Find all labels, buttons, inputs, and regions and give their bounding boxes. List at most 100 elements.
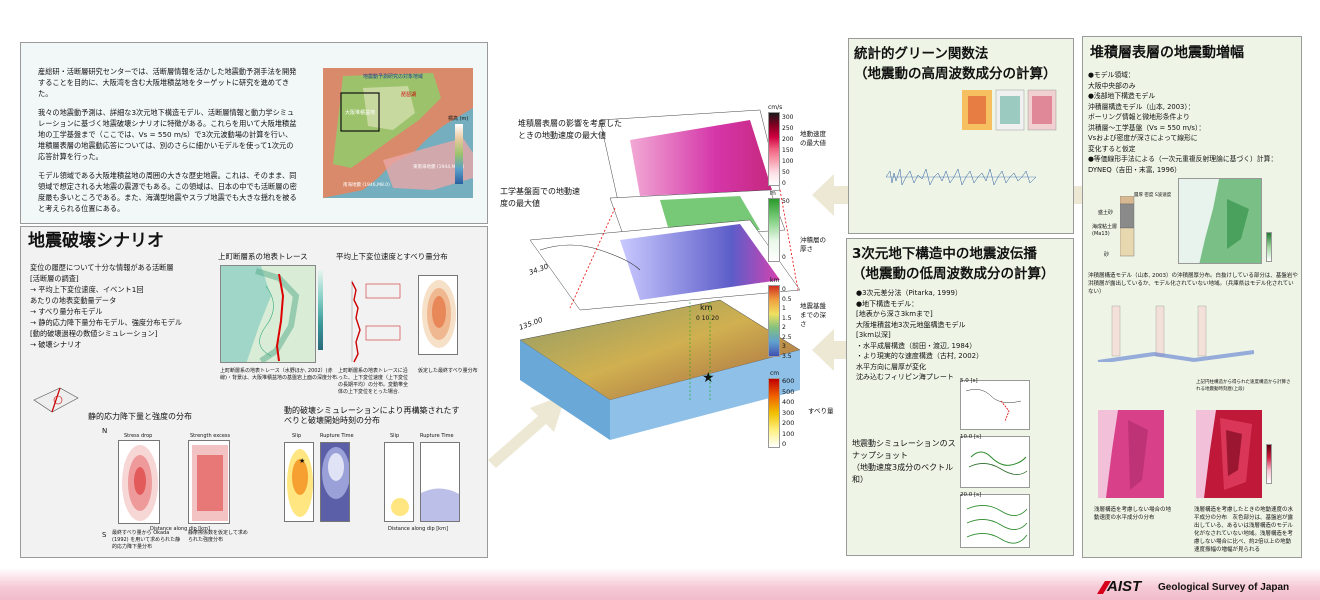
soil-label-3: 砂: [1104, 252, 1110, 258]
green-title: 統計的グリーン関数法 （地震動の高周波数成分の計算）: [854, 44, 1057, 84]
center-colorbar-velocity: [768, 112, 780, 186]
green-title-line-2: （地震動の高周波数成分の計算）: [854, 66, 1057, 82]
surface-caption-1: 沖積層構造モデル（山本, 2003）の沖積層厚分布。白抜けしている部分は、基盤岩…: [1088, 273, 1298, 295]
lbl-slip-1: Slip: [292, 433, 302, 439]
uplift-caption: 上町断層系の地表トレースに沿った、上下変位速度（上下変位の長期平均）の分布。変動…: [338, 368, 409, 395]
with-surface-colorbar: [1266, 444, 1272, 484]
fault-trace-graphic: [221, 266, 315, 362]
lbl-rupture-1: Rupture Time: [320, 433, 354, 439]
green-title-line-1: 統計的グリーン関数法: [854, 46, 989, 62]
snapshot-time-2: 10.0 [s]: [960, 434, 982, 440]
arrow-scenario-to-center: [488, 394, 566, 468]
cb2-title: m: [770, 190, 776, 197]
center-label-surface: 堆積層表層の影響を考慮したときの地動速度の最大値: [518, 119, 622, 140]
arrow-wave-to-center: [812, 329, 862, 371]
surface-title: 堆積層表層の地震動増幅: [1090, 45, 1244, 61]
cb1-tick: 150: [782, 147, 794, 154]
dynamic-title: 動的破壊シミュレーションにより再構築されたすべりと破壊開始時刻の分布: [284, 406, 460, 425]
stress-title: 静的応力降下量と強度の分布: [88, 412, 192, 421]
stress-drop-graphic: [122, 445, 158, 521]
soil-column: [1120, 196, 1176, 260]
dynamic-rupture-graphic: [321, 443, 349, 521]
stress-caption-2: 静摩擦係数を仮定して求められた強度分布: [188, 530, 248, 543]
dynamic-slip-plot-2: [384, 442, 414, 522]
cb3-tick: 1.5: [782, 314, 792, 322]
alluvium-thickness-map: [1178, 178, 1262, 264]
cb3-tick: 0: [782, 286, 786, 293]
snapshot-2: [960, 436, 1030, 488]
snapshot-1: [960, 380, 1030, 430]
alluvium-colorbar: [1266, 232, 1272, 262]
dynamic-rupture-graphic-2: [421, 488, 459, 521]
slip-distribution-graphic: [422, 280, 456, 348]
with-surface-map: [1196, 410, 1262, 498]
strength-excess-plot: [188, 440, 230, 524]
cb3-title: km: [770, 277, 780, 284]
cb2-label: 沖積層の厚さ: [800, 236, 826, 253]
aist-logo-mark-icon: [1097, 581, 1111, 594]
intro-map-legend-title: 標高 (m): [448, 116, 469, 122]
cb2-tick-bottom: 0: [782, 254, 786, 261]
intro-paragraph-1: 産総研・活断層研究センターでは、活断層情報を活かした地震動予測手法を開発すること…: [38, 67, 297, 98]
cb4-tick: 400: [782, 398, 795, 406]
stress-drop-plot: [118, 440, 160, 524]
lbl-dist-dip-1: Distance along dip [km]: [150, 526, 210, 532]
cb4-tick: 200: [782, 419, 795, 427]
uplift-profile: [338, 278, 404, 364]
stress-caption-1: 最終すべり量から Okada (1992) を用いて求められた静的応力降下量分布: [112, 530, 181, 550]
center-label-base: 工学基盤面での地動速度の最大値: [500, 187, 580, 208]
soil-label-1: 盛土砂: [1098, 210, 1114, 216]
cb3-tick: 3.5: [782, 352, 792, 360]
center-scale-label: 0 10 20: [696, 315, 719, 322]
cb3-ticks: 0 0.5 1 1.5 2 2.5 3 3.5: [782, 285, 792, 361]
wave-title-line-2: （地震動の低周波数成分の計算）: [852, 266, 1055, 282]
snapshot-3: [960, 494, 1030, 548]
footer-band: [0, 568, 1320, 600]
dynamic-slip-plot: ★: [284, 442, 314, 522]
center-km-label: km: [700, 303, 713, 312]
cb1-tick: 300: [782, 114, 794, 121]
dynamic-rupture-plot-2: [420, 442, 460, 522]
intro-paragraph-2: 我々の地震動予測は、詳細な3次元地下構造モデル、活断層情報と動力学シミュレーショ…: [38, 108, 297, 161]
lbl-strength: Strength excess: [190, 433, 231, 439]
fault-trace-map: [220, 265, 316, 363]
wave-title-line-1: 3次元地下構造中の地震波伝播: [852, 246, 1037, 262]
svg-text:★: ★: [702, 370, 715, 386]
surface-caption-3: 浅層構造を考慮しない場合の地動速度の水平成分の分布: [1094, 507, 1172, 521]
map-label-nankai: 南海地震 (1946,M8.0): [343, 181, 390, 188]
cb3-tick: 2: [782, 324, 786, 331]
scenario-body: 変位の履歴について十分な情報がある活断層 [活断層の調査] → 平均上下変位速度…: [30, 263, 183, 349]
cb3-label: 地震基盤までの深さ: [800, 302, 826, 328]
cb1-label: 地動速度の最大値: [800, 130, 826, 147]
center-3d-graphic: ★ 34.30 135.00 km 0 10 20: [518, 109, 801, 440]
intro-paragraph-3: モデル領域である大阪堆積盆地の周囲の大きな歴史地震。これは、そのまま、同領域で想…: [38, 171, 297, 213]
cb1-tick: 50: [782, 169, 790, 176]
uplift-profile-graphic: [351, 280, 401, 363]
green-maps: [960, 88, 1060, 132]
intro-region-map: 地震動予測研究の対象地域 大阪堆積盆地 琵琶湖 東南海地震 (1944,M8.0…: [323, 68, 473, 198]
lbl-dist-dip-2: Distance along dip [km]: [388, 526, 448, 532]
lbl-north: N: [102, 427, 108, 435]
cb1-title: cm/s: [768, 104, 783, 111]
lbl-stress-drop: Stress drop: [124, 433, 153, 439]
cb3-tick: 3: [782, 343, 786, 350]
center-colorbar-depth: [768, 285, 780, 357]
uplift-title: 平均上下変位速度とすべり量分布: [336, 252, 448, 261]
lbl-slip-2: Slip: [390, 433, 400, 439]
cb1-ticks: 300 250 200 150 100 50 0: [782, 112, 793, 189]
fault-diagram: [30, 378, 82, 422]
map-label-ridge: 琵琶湖: [401, 91, 416, 98]
cb2-tick-top: 50: [782, 198, 790, 205]
cb4-label: すべり量: [808, 407, 834, 415]
cb4-tick: 300: [782, 408, 795, 417]
cb1-tick: 100: [782, 158, 794, 165]
snapshot-3-graphic: [966, 505, 1028, 544]
cb1-tick: 250: [782, 125, 794, 132]
green-waveforms-graphic: [886, 168, 1036, 186]
cb4-tick: 100: [782, 429, 795, 438]
slip-distribution-plot: [418, 275, 458, 355]
wave-snapshot-label: 地震動シミュレーションのスナップショット （地動速度3成分のベクトル和）: [852, 439, 956, 484]
surface-caption-4: 浅層構造を考慮したときの地動速度の水平成分の分布 灰色部分は、基盤岩が露出してい…: [1194, 507, 1294, 553]
strength-excess-graphic: [192, 445, 228, 521]
cb4-title: cm: [770, 370, 780, 377]
